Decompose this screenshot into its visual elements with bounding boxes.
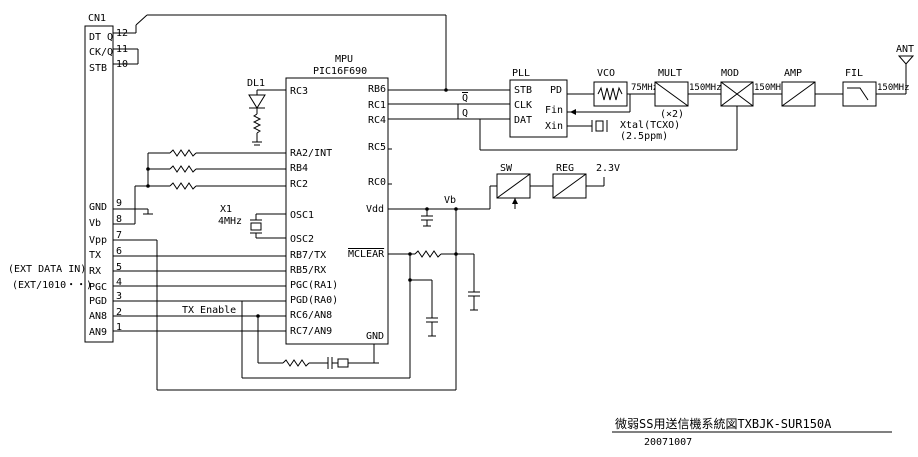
mult-title: MULT [658, 68, 682, 79]
fil-title: FIL [845, 68, 863, 79]
mpu-pin-rb5: RB5/RX [290, 265, 326, 276]
cn1-pin5-num: 5 [116, 262, 122, 273]
tx-enable-label: TX Enable [182, 305, 236, 316]
mod-block [720, 81, 782, 107]
cn1-pin4-label: PGC [89, 282, 107, 293]
mpu-pin-rc2: RC2 [290, 179, 308, 190]
ext-data-in-label: (EXT DATA IN) [8, 264, 86, 275]
mpu-part: PIC16F690 [313, 66, 367, 77]
pll-pin-pd: PD [550, 85, 562, 96]
diagram-date: 20071007 [644, 437, 692, 448]
cn1-pin12-label: DT Q [89, 32, 113, 43]
mpu-pin-ra2: RA2/INT [290, 148, 332, 159]
mpu-pin-rc6: RC6/AN8 [290, 310, 332, 321]
q-label: Q [462, 108, 468, 119]
mpu-pin-rb6: RB6 [368, 84, 386, 95]
x1-label: X1 [220, 204, 232, 215]
cn1-pin6-label: TX [89, 250, 101, 261]
vdd-mclear-network [388, 207, 490, 337]
cn1-pin2-label: AN8 [89, 311, 107, 322]
mpu-pin-rc3: RC3 [290, 86, 308, 97]
switch-resistors [146, 149, 286, 190]
vb-label: Vb [444, 195, 456, 206]
pll-pin-xin: Xin [545, 121, 563, 132]
sw-title: SW [500, 163, 513, 174]
freq-150mhz-a: 150MHz [689, 83, 722, 93]
mpu-pin-rb4: RB4 [290, 163, 308, 174]
cn1-body [84, 25, 114, 343]
cn1-pin4-num: 4 [116, 277, 122, 288]
mpu-title: MPU [335, 54, 353, 65]
mpu-pin-rc7: RC7/AN9 [290, 326, 332, 337]
diagram-title: 微弱SS用送信機系統図TXBJK-SUR150A [615, 416, 832, 431]
cn1-pin8-label: Vb [89, 218, 101, 229]
cn1-pin3-label: PGD [89, 296, 107, 307]
mpu-pin-pgc: PGC(RA1) [290, 280, 338, 291]
pll-pin-stb: STB [514, 85, 532, 96]
reg-title: REG [556, 163, 574, 174]
led-dl1 [248, 89, 286, 146]
cn1-pin11-label: CK/Q [89, 47, 113, 58]
amp-block [781, 81, 843, 107]
freq-150mhz-c: 150MHz [877, 83, 910, 93]
mpu-pin-rc5: RC5 [368, 142, 386, 153]
cn1-pin8-num: 8 [116, 214, 122, 225]
cn1-to-pll-wires [113, 14, 738, 151]
mpu-right-pins: RB6 RC1 RC4 RC5 RC0 Vdd MCLEAR GND [348, 84, 386, 342]
mpu-pin-vdd: Vdd [366, 204, 384, 215]
cn1-pin3-num: 3 [116, 291, 122, 302]
vco-block [567, 81, 655, 115]
antenna-icon [897, 55, 915, 65]
mpu-left-pins: RC3 RA2/INT RB4 RC2 OSC1 OSC2 RB7/TX RB5… [290, 86, 338, 337]
freq-75mhz: 75MHz [631, 83, 658, 93]
mult-x2: (×2) [660, 109, 684, 120]
mpu-pin-rc0: RC0 [368, 177, 386, 188]
q-bar-label: Q [462, 93, 468, 104]
mult-block [654, 81, 721, 107]
x1-freq: 4MHz [218, 216, 242, 227]
mpu-pin-rc4: RC4 [368, 115, 386, 126]
cn1-pin9-num: 9 [116, 198, 122, 209]
freq-150mhz-b: 150MHz [754, 83, 787, 93]
pll-pin-clk: CLK [514, 100, 532, 111]
mod-title: MOD [721, 68, 739, 79]
cn1-pin1-label: AN9 [89, 327, 107, 338]
pll-body [509, 79, 568, 138]
amp-title: AMP [784, 68, 802, 79]
mpu-pin-osc1: OSC1 [290, 210, 314, 221]
cn1-pin10-label: STB [89, 63, 107, 74]
sw-block [489, 173, 553, 209]
mpu-pin-rb7: RB7/TX [290, 250, 326, 261]
cn1-pin7-num: 7 [116, 230, 122, 241]
mpu-pin-rc1: RC1 [368, 100, 386, 111]
xtal-ppm: (2.5ppm) [620, 131, 668, 142]
cn1-pin2-num: 2 [116, 307, 122, 318]
ext-1010-label: (EXT/1010・・) [12, 280, 92, 291]
mpu-pin-osc2: OSC2 [290, 234, 314, 245]
fil-block [842, 64, 907, 107]
vco-title: VCO [597, 68, 615, 79]
mpu-pin-mclear: MCLEAR [348, 249, 385, 260]
cn1-pin7-label: Vpp [89, 235, 107, 246]
xtal-label: Xtal(TCXO) [620, 120, 680, 131]
reg-block [552, 173, 605, 199]
cn1-label: CN1 [88, 13, 106, 24]
mpu-body [285, 77, 389, 345]
cn1-pin9-label: GND [89, 202, 107, 213]
tcxo-crystal [567, 120, 608, 132]
dl1-label: DL1 [247, 78, 265, 89]
mpu-pin-pgd: PGD(RA0) [290, 295, 338, 306]
cn1-pin5-label: RX [89, 266, 101, 277]
v23-label: 2.3V [596, 163, 620, 174]
mpu-pin-gnd: GND [366, 331, 384, 342]
cn1-pin6-num: 6 [116, 246, 122, 257]
pll-title: PLL [512, 68, 530, 79]
cn1-pin1-num: 1 [116, 322, 122, 333]
ant-label: ANT [896, 44, 914, 55]
pll-pin-fin: Fin [545, 105, 563, 116]
crystal-x1 [250, 213, 286, 239]
cn1-wires [113, 185, 457, 391]
pll-pin-dat: DAT [514, 115, 532, 126]
